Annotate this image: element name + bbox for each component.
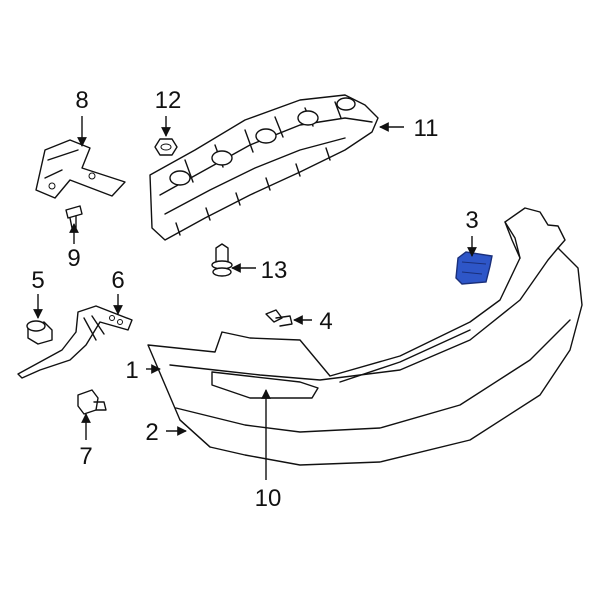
part-7-screw bbox=[77, 389, 107, 415]
callout-9: 9 bbox=[67, 245, 80, 272]
part-12-nut bbox=[154, 138, 178, 156]
part-9-screw bbox=[65, 205, 83, 229]
part-1-bumper-cover bbox=[147, 207, 583, 466]
part-6-side-bracket bbox=[17, 305, 133, 379]
callout-13: 13 bbox=[261, 257, 288, 284]
callout-10: 10 bbox=[255, 485, 282, 512]
callout-6: 6 bbox=[111, 267, 124, 294]
part-3-retainer-bracket bbox=[455, 251, 493, 285]
part-5-bumper-stop bbox=[26, 320, 53, 345]
part-8-bracket bbox=[35, 139, 126, 199]
callout-1: 1 bbox=[125, 357, 138, 384]
callout-11: 11 bbox=[414, 115, 439, 142]
part-13-push-clip bbox=[211, 243, 233, 277]
callout-12: 12 bbox=[155, 87, 182, 114]
part-4-screw bbox=[265, 309, 293, 327]
callout-5: 5 bbox=[31, 267, 44, 294]
leader-lines bbox=[33, 116, 477, 480]
callout-labels: 8 12 11 9 13 3 5 6 4 1 2 7 10 bbox=[31, 87, 478, 512]
callout-4: 4 bbox=[319, 308, 332, 335]
callout-2: 2 bbox=[145, 419, 158, 446]
part-11-energy-absorber bbox=[149, 94, 379, 241]
callout-7: 7 bbox=[79, 443, 92, 470]
callout-8: 8 bbox=[75, 87, 88, 114]
callout-3: 3 bbox=[465, 207, 478, 234]
